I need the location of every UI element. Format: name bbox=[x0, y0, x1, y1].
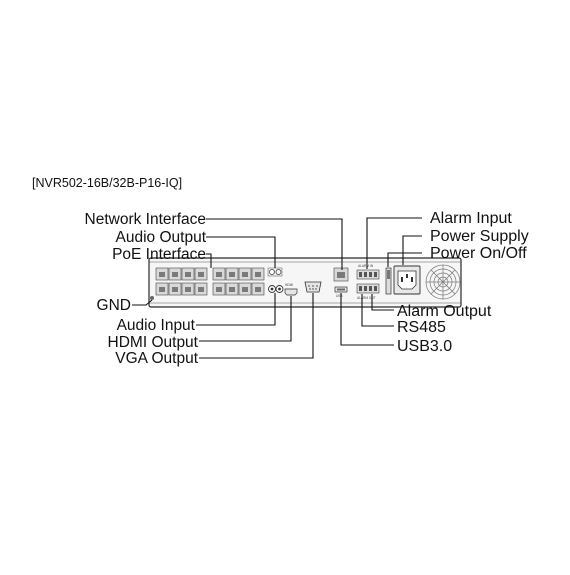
gnd-screw bbox=[150, 296, 154, 300]
left-callouts: Network Interface Audio Output PoE Inter… bbox=[85, 211, 207, 367]
label-network-interface: Network Interface bbox=[85, 211, 206, 228]
audio-connectors bbox=[267, 267, 284, 293]
label-usb30: USB3.0 bbox=[397, 338, 452, 355]
vga-port bbox=[304, 281, 322, 293]
usb-port: USB bbox=[334, 286, 348, 298]
right-callouts: Alarm Input Power Supply Power On/Off Al… bbox=[397, 210, 529, 355]
hdmi-port: HDMI bbox=[284, 283, 298, 296]
label-poe-interface: PoE Interface bbox=[112, 246, 206, 263]
model-title: [NVR502-16B/32B-P16-IQ] bbox=[32, 176, 182, 190]
alarm-out-marking: ALARM OUT bbox=[357, 296, 376, 300]
leader-alarm-input bbox=[366, 217, 422, 269]
leader-power-supply bbox=[402, 235, 422, 265]
label-alarm-output: Alarm Output bbox=[397, 303, 492, 320]
leader-rs485 bbox=[361, 294, 394, 327]
label-rs485: RS485 bbox=[397, 319, 446, 336]
leader-audio-output bbox=[206, 236, 276, 268]
label-power-supply: Power Supply bbox=[430, 228, 529, 245]
power-socket bbox=[393, 265, 421, 295]
leader-lines bbox=[132, 217, 422, 359]
network-port bbox=[333, 267, 349, 282]
label-alarm-input: Alarm Input bbox=[430, 210, 512, 227]
label-hdmi-output: HDMI Output bbox=[108, 334, 199, 351]
usb-marking: USB bbox=[336, 294, 343, 298]
alarm-input-terminal bbox=[356, 269, 380, 280]
nvr-rear-panel: HDMI USB ALARM IN bbox=[148, 257, 462, 308]
label-power-onoff: Power On/Off bbox=[430, 245, 527, 262]
fan-vent bbox=[425, 264, 461, 300]
leader-poe-interface bbox=[206, 253, 212, 268]
audio-output-jack bbox=[269, 269, 275, 275]
alarm-terminals: ALARM IN ALARM OUT bbox=[356, 264, 380, 300]
leader-gnd bbox=[132, 299, 153, 306]
alarm-in-marking: ALARM IN bbox=[358, 264, 374, 268]
leader-network-interface bbox=[206, 218, 343, 270]
label-audio-input: Audio Input bbox=[117, 317, 196, 334]
hdmi-marking: HDMI bbox=[285, 283, 293, 287]
leader-vga-output bbox=[199, 293, 314, 359]
leader-audio-input bbox=[196, 293, 276, 326]
label-audio-output: Audio Output bbox=[116, 229, 207, 246]
alarm-output-terminal bbox=[356, 283, 380, 294]
label-gnd: GND bbox=[97, 297, 131, 314]
power-switch bbox=[385, 267, 392, 295]
leader-hdmi-output bbox=[199, 296, 292, 342]
leader-alarm-output bbox=[371, 294, 394, 311]
poe-port-group-left bbox=[155, 267, 208, 296]
leader-power-onoff bbox=[387, 252, 422, 267]
leader-usb30 bbox=[340, 293, 394, 346]
label-vga-output: VGA Output bbox=[115, 350, 198, 367]
poe-port-group-right bbox=[212, 267, 265, 296]
